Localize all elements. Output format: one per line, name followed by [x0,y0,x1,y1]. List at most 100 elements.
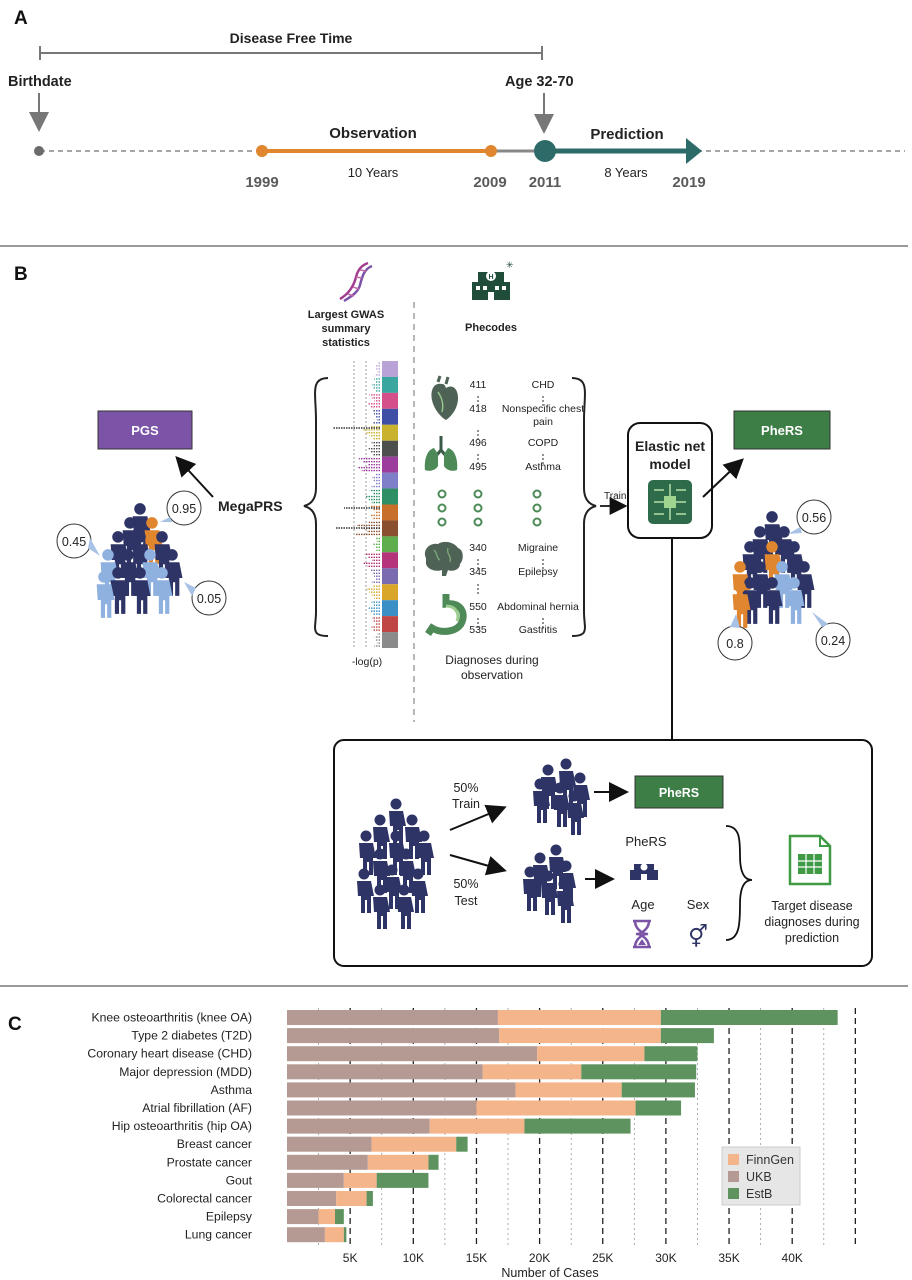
train-pct: 50% [453,781,478,795]
bar-segment-finngen [324,1227,344,1243]
x-tick-label: 30K [655,1251,676,1265]
pgs-box [97,410,193,450]
bar-segment-ukb [287,1136,372,1152]
pheRS-score: 0.56 [802,511,826,525]
more-phecodes-dots [437,489,542,527]
bar-segment-estb [660,1010,838,1025]
bar-segment-finngen [336,1191,367,1206]
bar-segment-estb [660,1028,714,1044]
bar-segment-estb [621,1082,695,1098]
svg-text:✳: ✳ [506,261,514,271]
bar-segment-ukb [287,1154,368,1170]
bar-segment-finngen [497,1010,661,1025]
bar-segment-estb [644,1046,698,1062]
pheRS-score-bubble [815,622,851,658]
chromosome-band [382,361,398,377]
bar-segment-ukb [287,1046,538,1062]
chromosome-band [382,568,398,585]
x-tick-label: 40K [782,1251,803,1265]
chromosome-band [382,488,398,505]
category-label: Coronary heart disease (CHD) [87,1047,252,1061]
bar-segment-finngen [318,1209,335,1225]
pheRS-score: 0.24 [821,634,845,648]
x-tick-label: 35K [718,1251,739,1265]
split-pheRS-label: PheRS [659,786,699,800]
chromosome-band [382,424,398,441]
bar-segment-estb [456,1136,468,1152]
diagnoses-caption-2: observation [461,668,523,682]
year-2011: 2011 [529,174,562,191]
pgs-score: 0.95 [172,502,196,516]
train-split-arrow [449,804,507,831]
train-label: Train [452,797,480,811]
chromosome-band [382,536,398,553]
bar-segment-ukb [287,1082,516,1098]
case-count-chart: Knee osteoarthritis (knee OA)Type 2 diab… [87,1008,856,1280]
birth-dot [34,146,44,156]
megaprs-arrow [175,456,214,498]
phecode-code: 418 [469,403,487,415]
bar-segment-estb [524,1118,631,1134]
bar-segment-finngen [482,1064,582,1080]
chromosome-band [382,584,398,601]
panel-b-label: B [14,264,28,285]
chromosome-band [382,456,398,473]
dna-icon [339,261,373,303]
bar-segment-estb [635,1100,682,1116]
elastic-net-label-1: Elastic net [635,438,705,454]
lungs-icon [424,436,458,471]
observation-start-dot [256,145,268,157]
birthdate-label: Birthdate [8,74,72,90]
bar-segment-finngen [499,1028,661,1044]
year-1999: 1999 [245,174,278,191]
bar-segment-ukb [287,1209,319,1225]
prediction-arrowhead [686,138,702,164]
pgs-score: 0.05 [197,592,221,606]
legend-label: EstB [746,1187,772,1201]
x-tick-label: 10K [403,1251,424,1265]
gwas-label-2: summary [322,323,372,335]
manhattan-axis-label: -log(p) [352,656,382,668]
year-2019: 2019 [672,174,705,191]
bar-segment-ukb [287,1191,337,1206]
chromosome-band [382,552,398,569]
sex-feature-label: Sex [687,897,710,912]
x-tick-label: 5K [343,1251,358,1265]
year-2009: 2009 [473,174,506,191]
legend-swatch [728,1188,739,1199]
chip-icon [648,480,692,524]
category-label: Gout [226,1173,253,1187]
age-range-label: Age 32-70 [505,74,574,90]
phecode-name: Asthma [525,461,561,473]
heart-icon [431,375,458,420]
bar-segment-ukb [287,1118,430,1134]
observation-years: 10 Years [348,165,399,180]
pheRS-score: 0.8 [726,637,743,651]
pheRS-label: PheRS [761,423,803,438]
phecode-name: CHD [532,379,555,391]
panel-a-label: A [14,8,28,29]
chromosome-band [382,616,398,633]
disease-free-label: Disease Free Time [230,30,353,46]
observation-label: Observation [329,125,417,142]
diagnoses-caption-1: Diagnoses during [445,653,538,667]
bar-segment-estb [366,1191,373,1206]
pgs-label: PGS [131,423,159,438]
chromosome-band [382,600,398,617]
hospital-icon: H ✳ [472,261,514,300]
spreadsheet-icon [788,834,832,886]
chromosome-band [382,440,398,457]
phecode-code: 340 [469,542,487,554]
left-brace [303,377,329,637]
phecodes-label: Phecodes [465,322,517,334]
chromosome-band [382,472,398,489]
observation-end-dot [485,145,497,157]
legend-label: UKB [746,1170,772,1184]
target-label-2: diagnoses during [764,915,859,929]
right-brace [571,377,597,637]
x-tick-label: 20K [529,1251,550,1265]
phecode-code: 411 [470,379,487,391]
small-hospital-icon [630,863,658,880]
x-tick-label: 25K [592,1251,613,1265]
